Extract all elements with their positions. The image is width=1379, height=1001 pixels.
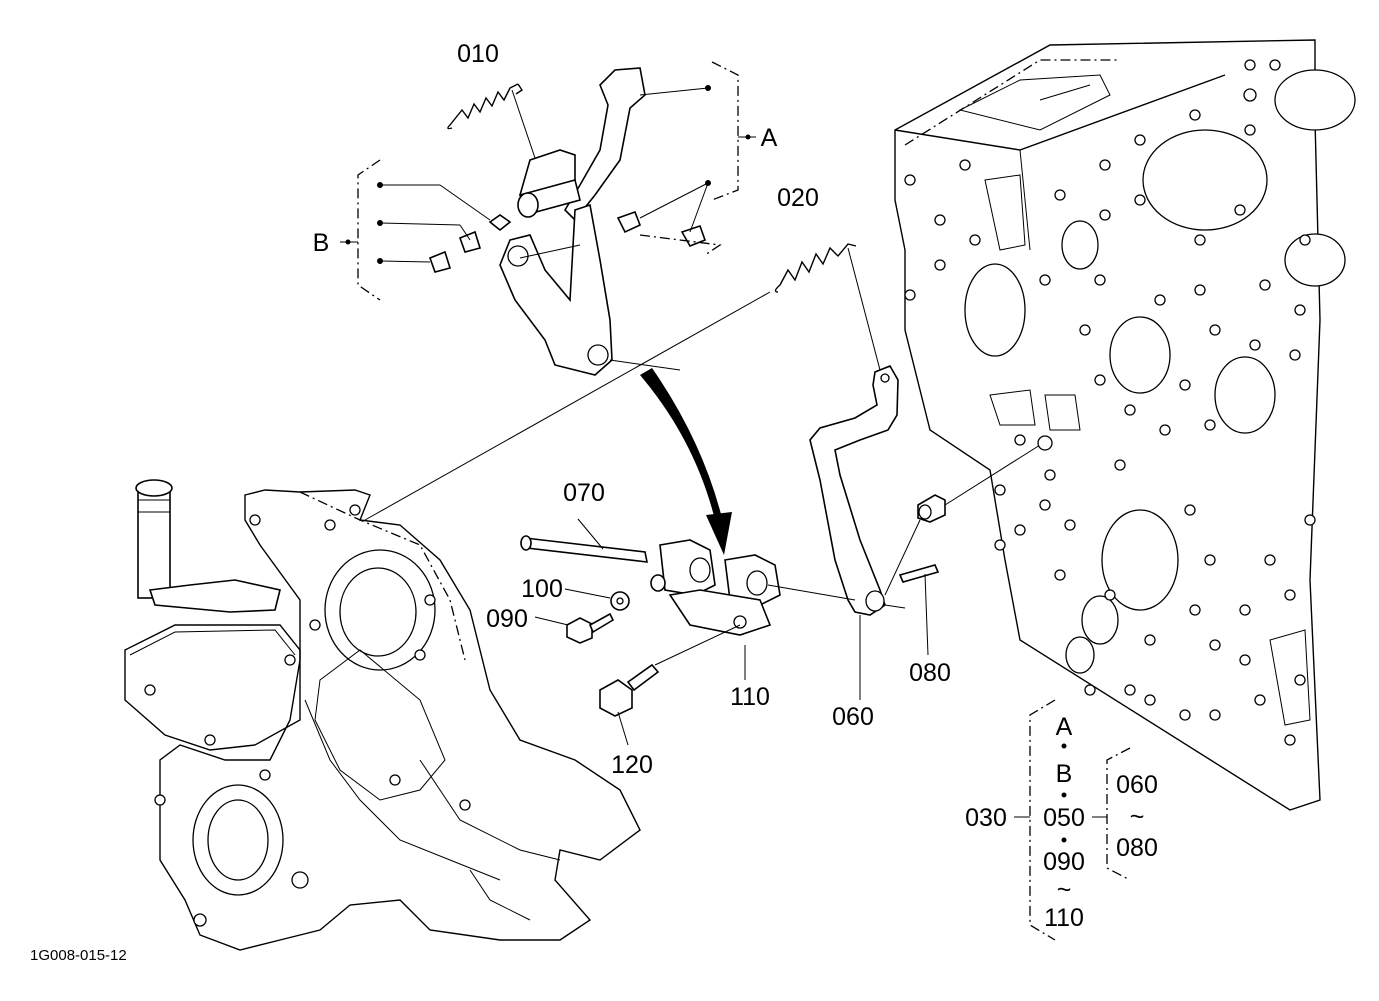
figure-code: 1G008-015-12 xyxy=(30,947,127,964)
legend-110: 110 xyxy=(1044,904,1084,932)
governor-fork-lever xyxy=(499,67,646,376)
spring-020 xyxy=(774,243,881,371)
legend-group xyxy=(1014,699,1131,941)
legend-b: B xyxy=(1056,760,1073,788)
pin-080 xyxy=(884,564,940,656)
callout-070: 070 xyxy=(563,479,605,507)
group-a-label: A xyxy=(761,124,778,152)
legend-030: 030 xyxy=(965,804,1007,832)
gear-case xyxy=(124,479,641,951)
legend-tilde-2: ~ xyxy=(1130,803,1145,831)
leader-spring-to-case xyxy=(364,291,771,521)
legend-080: 080 xyxy=(1116,834,1158,862)
callout-120: 120 xyxy=(611,751,653,779)
legend-a: A xyxy=(1056,713,1073,741)
washer-100 xyxy=(564,574,666,611)
legend-060: 060 xyxy=(1116,771,1158,799)
lever-060 xyxy=(767,364,899,700)
engine-block xyxy=(894,39,1356,811)
callout-080: 080 xyxy=(909,659,951,687)
callout-010: 010 xyxy=(457,40,499,68)
legend-050: 050 xyxy=(1043,804,1085,832)
legend-090: 090 xyxy=(1043,848,1085,876)
bolt-090 xyxy=(534,612,615,644)
spring-010 xyxy=(447,83,536,159)
callout-060: 060 xyxy=(832,703,874,731)
collar-part xyxy=(884,435,1053,596)
group-a-bracket xyxy=(711,61,756,201)
callout-100: 100 xyxy=(521,575,563,603)
group-b-parts xyxy=(377,85,722,273)
lever-block xyxy=(659,539,781,680)
pin-070 xyxy=(520,518,649,563)
callout-110: 110 xyxy=(730,683,770,711)
group-b-bracket xyxy=(340,159,381,301)
bolt-120 xyxy=(599,624,741,746)
group-b-label: B xyxy=(313,229,330,257)
callout-020: 020 xyxy=(777,184,819,212)
assembly-arrow xyxy=(609,359,732,555)
legend-tilde-1: ~ xyxy=(1057,876,1072,904)
callout-090: 090 xyxy=(486,605,528,633)
